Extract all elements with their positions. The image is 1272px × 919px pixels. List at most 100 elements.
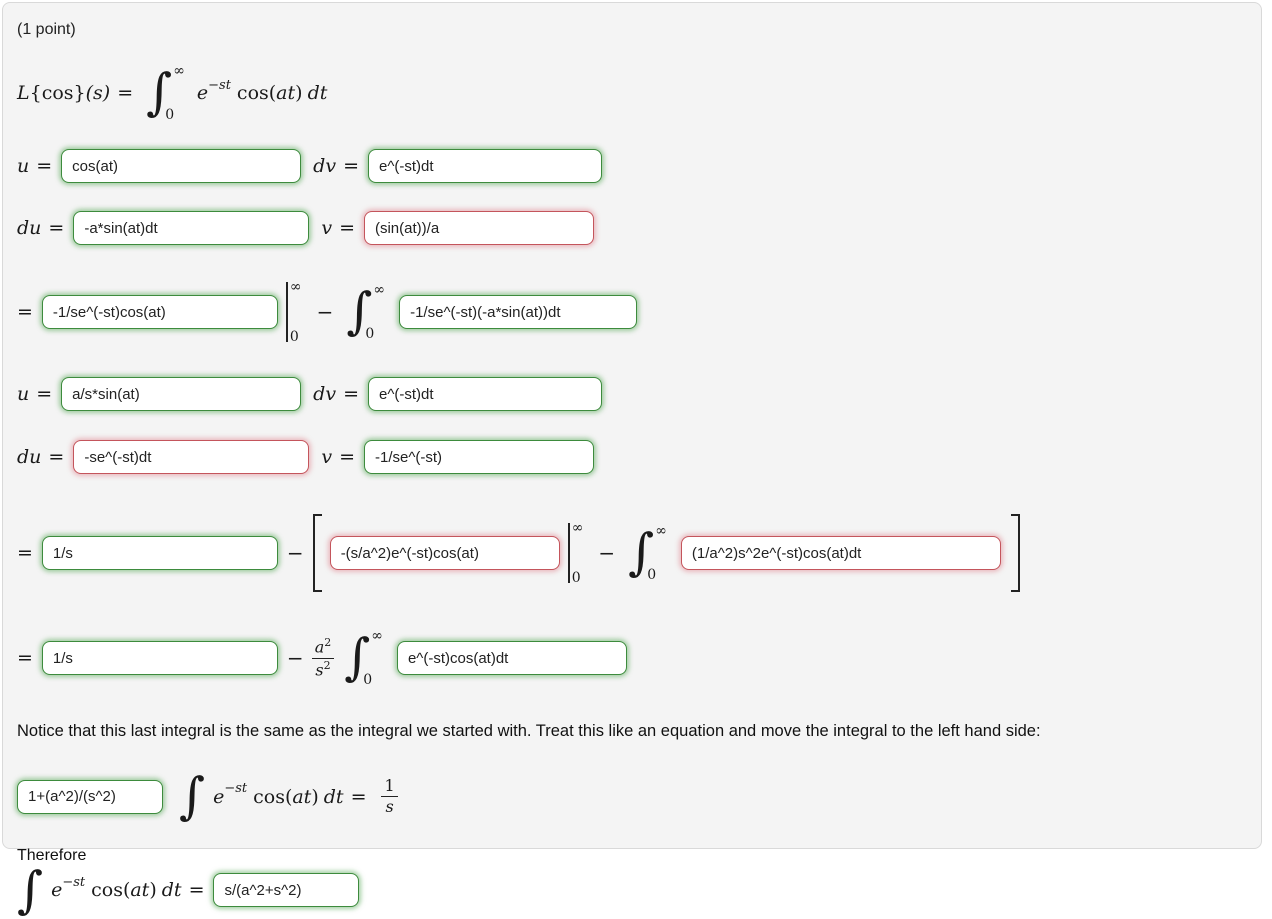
integral-sign: ∫ <box>344 628 371 687</box>
fraction-1-s: 1 s <box>381 776 398 817</box>
zero-limit: 0 <box>571 570 581 586</box>
math-dv-label: dv <box>313 383 337 405</box>
integral-with-limits: ∫ ∞ 0 <box>344 628 383 688</box>
infinity-symbol: ∞ <box>289 279 302 295</box>
integral-sign: ∫ <box>179 767 206 825</box>
math-s: s <box>315 659 324 679</box>
answer-input-final[interactable] <box>213 873 360 908</box>
zero-limit: 0 <box>365 326 375 342</box>
math-v-label: v <box>321 217 333 239</box>
answer-input-du2[interactable] <box>73 440 310 474</box>
row-du2-v2: du = v = <box>17 440 1247 474</box>
equals-sign: = <box>36 383 53 405</box>
math-dt: dt <box>161 879 182 902</box>
zero-limit: 0 <box>289 329 299 345</box>
answer-input-int3[interactable] <box>396 641 627 675</box>
math-e: e <box>213 785 225 808</box>
math-dv-label: dv <box>313 155 337 177</box>
math-squared: 2 <box>324 635 332 649</box>
equals-sign: = <box>36 155 53 177</box>
math-e: e <box>196 82 209 104</box>
right-bracket <box>1010 514 1020 592</box>
infinity-symbol: ∞ <box>571 520 584 536</box>
answer-input-v1[interactable] <box>363 211 594 245</box>
evaluation-bar: ∞0 <box>567 520 584 586</box>
answer-input-u1[interactable] <box>61 149 302 183</box>
answer-input-dv1[interactable] <box>368 149 602 183</box>
infinity-symbol: ∞ <box>373 282 386 298</box>
answer-input-first1[interactable] <box>41 536 278 570</box>
answer-input-u2[interactable] <box>61 377 302 411</box>
math-exponent: −st <box>62 874 86 890</box>
equals-sign: = <box>17 542 33 564</box>
fraction-a2-s2: a2 s2 <box>311 635 335 679</box>
math-close-paren: ) <box>295 82 303 104</box>
math-cos-open: cos( <box>91 879 131 902</box>
math-cos-open: cos( <box>253 785 293 808</box>
answer-input-eval1[interactable] <box>41 295 278 329</box>
math-squared: 2 <box>323 658 331 672</box>
math-s-paren: (s) <box>85 82 111 104</box>
math-cos-open: cos( <box>236 82 277 104</box>
math-v-label: v <box>321 446 333 468</box>
infinity-symbol: ∞ <box>655 523 667 539</box>
minus-sign: − <box>316 300 334 324</box>
math-u-label: u <box>17 383 30 405</box>
integral-with-limits: ∫ ∞ 0 <box>146 63 185 123</box>
equals-sign: = <box>17 647 33 669</box>
math-exponent: −st <box>208 77 231 93</box>
math-one: 1 <box>381 776 398 798</box>
row-second-byparts: = − ∞0 − ∫ ∞0 <box>17 514 1247 592</box>
minus-sign: − <box>286 646 304 670</box>
row-final-answer: ∫ e−st cos(at) dt = <box>17 860 1247 919</box>
integral-with-limits: ∫ ∞ 0 <box>628 523 667 583</box>
row-u2-dv2: u = dv = <box>17 377 1247 411</box>
evaluation-bar: ∞0 <box>285 279 302 345</box>
equals-sign: = <box>117 82 134 104</box>
math-u-label: u <box>17 155 30 177</box>
zero-limit: 0 <box>363 672 373 688</box>
integral-sign: ∫ <box>146 63 173 122</box>
math-du-label: du <box>17 217 42 239</box>
integral-sign: ∫ <box>17 860 44 919</box>
answer-input-du1[interactable] <box>73 211 310 245</box>
row-u1-dv1: u = dv = <box>17 149 1247 183</box>
math-a: a <box>314 637 325 657</box>
math-dt: dt <box>307 82 328 104</box>
equals-sign: = <box>48 446 65 468</box>
math-s: s <box>385 797 394 817</box>
equals-sign: = <box>188 879 205 902</box>
answer-input-int2[interactable] <box>680 536 1001 570</box>
answer-input-dv2[interactable] <box>368 377 602 411</box>
minus-sign: − <box>598 541 616 565</box>
answer-input-v2[interactable] <box>363 440 594 474</box>
math-at: at <box>276 82 296 104</box>
integral-sign: ∫ <box>628 523 655 582</box>
points-label: (1 point) <box>17 21 76 38</box>
math-close-paren: ) <box>149 879 157 902</box>
math-L: L <box>17 82 30 104</box>
answer-input-int1[interactable] <box>399 295 638 329</box>
infinity-symbol: ∞ <box>371 628 383 644</box>
answer-input-coef[interactable] <box>17 779 163 814</box>
answer-input-first2[interactable] <box>41 641 278 675</box>
answer-input-eval2[interactable] <box>329 536 560 570</box>
laplace-definition-equation: L{cos}(s) = ∫ ∞ 0 e−st cos(at) dt <box>17 63 1247 123</box>
infinity-symbol: ∞ <box>173 63 185 79</box>
row-du1-v1: du = v = <box>17 211 1247 245</box>
math-dt: dt <box>323 785 344 808</box>
zero-limit: 0 <box>165 107 175 123</box>
zero-limit: 0 <box>647 567 657 583</box>
math-e: e <box>51 879 63 902</box>
row-first-byparts: = ∞0 − ∫ ∞0 <box>17 279 1247 345</box>
therefore-label: Therefore <box>17 846 87 864</box>
equals-sign: = <box>339 446 355 468</box>
left-bracket <box>312 514 322 592</box>
equals-sign: = <box>343 155 359 177</box>
math-close-paren: ) <box>311 785 319 808</box>
integral-with-limits: ∫ ∞0 <box>346 282 385 342</box>
math-exponent: −st <box>224 781 248 797</box>
math-cos-brace: {cos} <box>29 82 86 104</box>
math-at: at <box>130 879 150 902</box>
